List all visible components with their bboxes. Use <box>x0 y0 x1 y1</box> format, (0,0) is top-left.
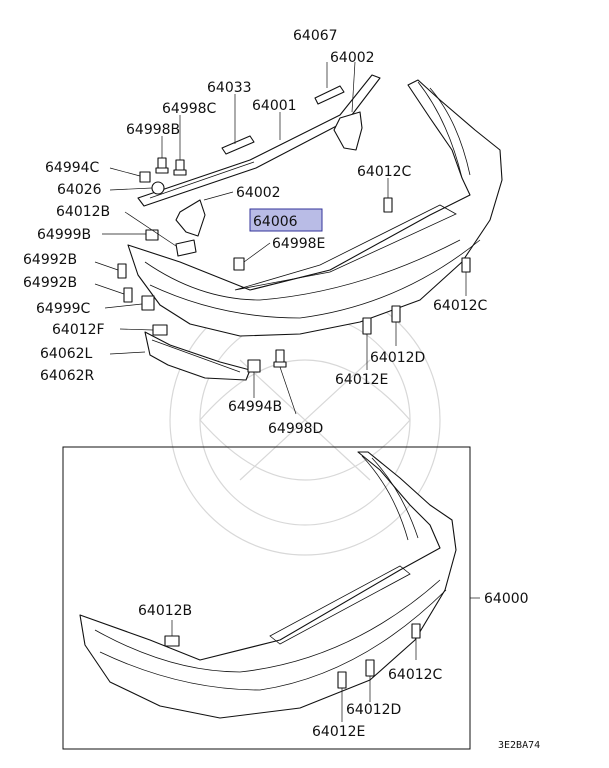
clip-64999b[interactable] <box>145 229 159 241</box>
label-64992b-2: 64992B <box>23 275 77 291</box>
fastener-64998e[interactable] <box>233 257 245 271</box>
label-64012c-top: 64012C <box>357 164 412 180</box>
diagram-code: 3E2BA74 <box>498 740 540 751</box>
clip-64012c-top[interactable] <box>383 197 393 213</box>
label-64012b-box: 64012B <box>138 603 192 619</box>
label-64006: 64006 <box>253 214 298 230</box>
clip-64012c-box[interactable] <box>411 623 421 639</box>
bumper-assembly-64000[interactable] <box>79 451 457 719</box>
upper-exploded-view <box>94 61 503 415</box>
label-64012c-box: 64012C <box>388 667 443 683</box>
clip-64992b-1[interactable] <box>117 263 127 279</box>
label-64998d: 64998D <box>268 421 323 437</box>
label-64002-top: 64002 <box>330 50 375 66</box>
clip-64012d-top[interactable] <box>391 305 401 323</box>
clip-64012e-top[interactable] <box>362 317 372 335</box>
label-64067: 64067 <box>293 28 338 44</box>
clip-64992b-2[interactable] <box>123 287 133 303</box>
seal-64067[interactable] <box>314 85 345 105</box>
label-64012e-top: 64012E <box>335 372 388 388</box>
label-64062r: 64062R <box>40 368 95 384</box>
clip-64994b[interactable] <box>247 359 261 373</box>
fastener-64998c[interactable] <box>173 159 187 176</box>
label-64000: 64000 <box>484 591 529 607</box>
spoiler-64062[interactable] <box>144 331 251 381</box>
nut-64994c[interactable] <box>139 171 151 183</box>
lower-assembly-view <box>79 451 457 722</box>
fastener-64998b[interactable] <box>155 157 169 174</box>
strip-64033[interactable] <box>221 135 255 155</box>
label-64012c-right: 64012C <box>433 298 488 314</box>
label-64994c: 64994C <box>45 160 100 176</box>
label-64012d-box: 64012D <box>346 702 401 718</box>
label-64012f: 64012F <box>52 322 105 338</box>
bumper-cover-upper[interactable] <box>127 79 503 337</box>
label-64062l: 64062L <box>40 346 93 362</box>
label-64026: 64026 <box>57 182 102 198</box>
clip-64012e-box[interactable] <box>337 671 347 689</box>
label-64999b: 64999B <box>37 227 91 243</box>
highlight-64006 <box>249 208 323 232</box>
retainer-64012b[interactable] <box>175 239 197 257</box>
washer-64026[interactable] <box>151 181 165 195</box>
label-64994b: 64994B <box>228 399 282 415</box>
label-64001: 64001 <box>252 98 297 114</box>
label-64012b-top: 64012B <box>56 204 110 220</box>
label-64992b-1: 64992B <box>23 252 77 268</box>
bracket-64002-top[interactable] <box>333 111 363 151</box>
label-64998c: 64998C <box>162 101 217 117</box>
label-64033: 64033 <box>207 80 252 96</box>
clip-64012d-box[interactable] <box>365 659 375 677</box>
label-64012d-top: 64012D <box>370 350 425 366</box>
label-64998e: 64998E <box>272 236 325 252</box>
clip-64012f[interactable] <box>152 324 168 336</box>
label-64998b: 64998B <box>126 122 180 138</box>
label-64002-mid: 64002 <box>236 185 281 201</box>
label-64012e-box: 64012E <box>312 724 365 740</box>
clip-64012c-right[interactable] <box>461 257 471 273</box>
bracket-64002-mid[interactable] <box>175 199 206 237</box>
retainer-64012b-box[interactable] <box>164 635 180 647</box>
label-64999c: 64999C <box>36 301 91 317</box>
bolt-64998d[interactable] <box>273 349 287 368</box>
clip-64999c[interactable] <box>141 295 155 311</box>
